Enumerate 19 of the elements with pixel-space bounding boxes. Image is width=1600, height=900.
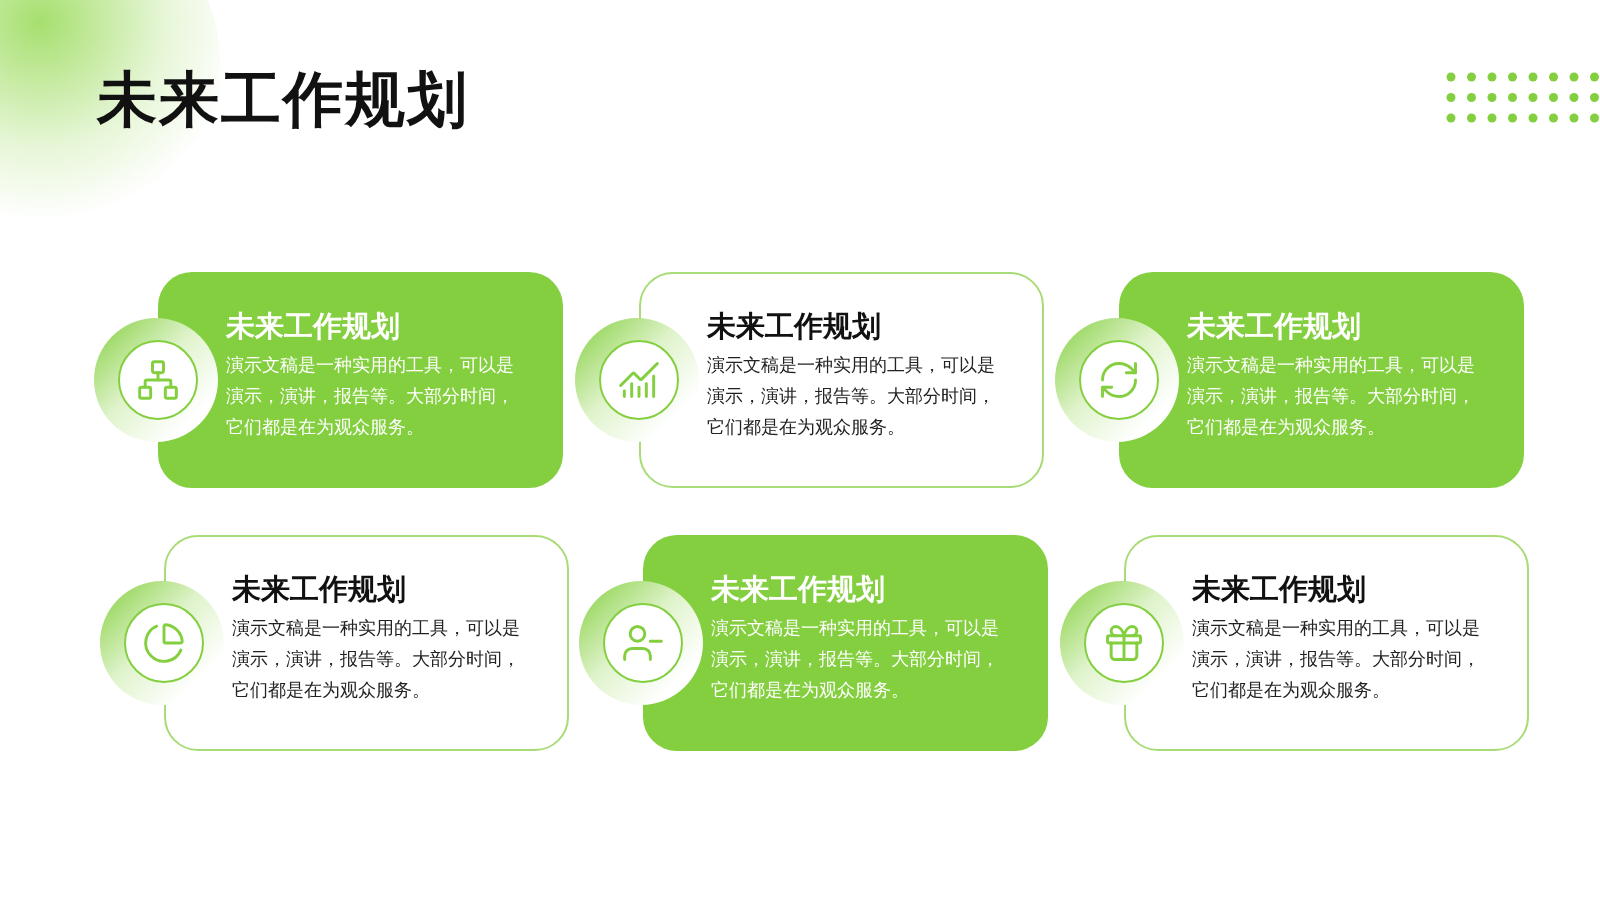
card-title: 未来工作规划 [232, 572, 407, 607]
card-title: 未来工作规划 [1187, 309, 1362, 344]
card-description: 演示文稿是一种实用的工具，可以是演示，演讲，报告等。大部分时间，它们都是在为观众服务。 [226, 354, 515, 440]
card-description: 演示文稿是一种实用的工具，可以是演示，演讲，报告等。大部分时间，它们都是在为观众服务。 [1192, 617, 1481, 703]
card-title: 未来工作规划 [711, 572, 886, 607]
info-card [639, 272, 1044, 488]
card-title: 未来工作规划 [1192, 572, 1367, 607]
info-card [164, 535, 569, 751]
card-description: 演示文稿是一种实用的工具，可以是演示，演讲，报告等。大部分时间，它们都是在为观众服务。 [707, 354, 996, 440]
info-card [1124, 535, 1529, 751]
info-card [643, 535, 1048, 751]
info-card [158, 272, 563, 488]
card-description: 演示文稿是一种实用的工具，可以是演示，演讲，报告等。大部分时间，它们都是在为观众服务。 [1187, 354, 1476, 440]
info-card [1119, 272, 1524, 488]
card-title: 未来工作规划 [226, 309, 401, 344]
slide-title: 未来工作规划 [97, 65, 469, 135]
card-title: 未来工作规划 [707, 309, 882, 344]
card-description: 演示文稿是一种实用的工具，可以是演示，演讲，报告等。大部分时间，它们都是在为观众服务。 [232, 617, 521, 703]
card-description: 演示文稿是一种实用的工具，可以是演示，演讲，报告等。大部分时间，它们都是在为观众服务。 [711, 617, 1000, 703]
